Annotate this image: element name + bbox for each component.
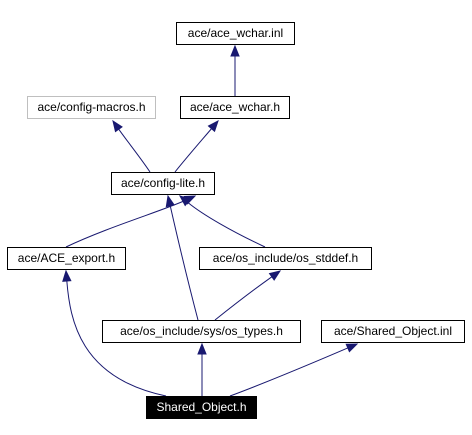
edge-shared-object-h-to-ace-export-h <box>62 269 167 397</box>
edge-line <box>66 280 167 397</box>
node-os-stddef-h[interactable]: ace/os_include/os_stddef.h <box>199 247 372 270</box>
edge-os-types-h-to-os-stddef-h <box>214 270 282 321</box>
node-ace-export-h[interactable]: ace/ACE_export.h <box>7 247 126 270</box>
edge-shared-object-h-to-os-types-h <box>197 342 207 397</box>
node-ace-wchar-inl[interactable]: ace/ace_wchar.inl <box>176 22 295 45</box>
node-config-lite-h[interactable]: ace/config-lite.h <box>111 172 215 195</box>
edge-config-lite-h-to-config-macros-h <box>112 119 151 173</box>
edge-line <box>65 199 187 248</box>
edge-shared-object-h-to-shared-object-inl <box>229 343 359 397</box>
edges-layer <box>62 44 359 397</box>
arrowhead-icon <box>207 119 219 133</box>
node-os-types-h[interactable]: ace/os_include/sys/os_types.h <box>102 320 301 343</box>
edge-line <box>187 201 266 248</box>
node-shared-object-h: Shared_Object.h <box>146 396 257 419</box>
arrowhead-icon <box>62 269 72 282</box>
arrowhead-icon <box>165 194 175 208</box>
arrowhead-icon <box>178 195 192 207</box>
edge-ace-wchar-h-to-ace-wchar-inl <box>230 44 240 96</box>
node-shared-object-inl[interactable]: ace/Shared_Object.inl <box>321 320 465 343</box>
arrowhead-icon <box>268 270 282 281</box>
edge-os-types-h-to-config-lite-h <box>165 194 199 321</box>
edge-os-stddef-h-to-config-lite-h <box>178 195 266 248</box>
arrowhead-icon <box>345 343 359 353</box>
arrowhead-icon <box>197 342 207 355</box>
edge-line <box>169 205 199 321</box>
node-config-macros-h: ace/config-macros.h <box>27 96 156 119</box>
arrowhead-icon <box>230 44 240 57</box>
edge-line <box>214 276 273 321</box>
edge-line <box>174 128 212 173</box>
edge-line <box>118 128 151 173</box>
node-ace-wchar-h[interactable]: ace/ace_wchar.h <box>180 96 290 119</box>
edge-line <box>229 347 349 397</box>
edge-ace-export-h-to-config-lite-h <box>65 195 197 248</box>
arrowhead-icon <box>112 119 123 133</box>
edge-config-lite-h-to-ace-wchar-h <box>174 119 219 173</box>
